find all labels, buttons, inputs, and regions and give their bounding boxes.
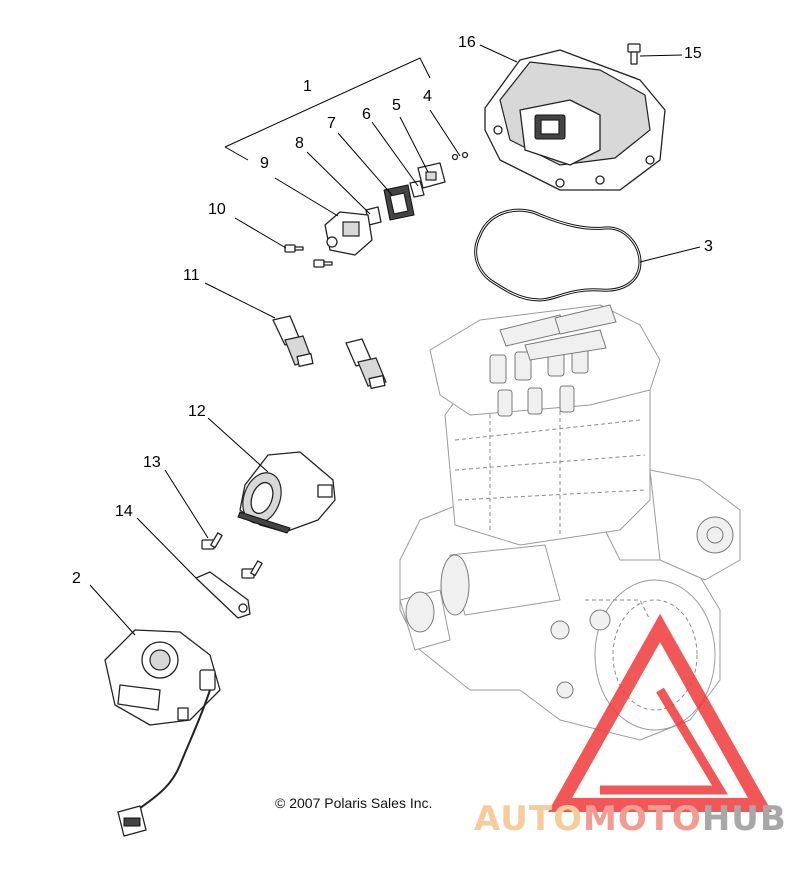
callout-9: 9 [260,155,269,172]
small-pins-part-4 [451,151,469,161]
bolts-part-13 [201,532,263,579]
intake-boot-part-12 [237,451,336,534]
callout-16: 16 [458,34,476,51]
valve-cover-part-16 [484,49,666,191]
callout-15: 15 [684,45,702,62]
copyright-text: © 2007 Polaris Sales Inc. [275,795,432,811]
screws-part-10 [284,244,333,268]
gasket-part-6 [409,180,425,198]
callout-6: 6 [362,106,371,123]
callouts: 1 2 3 4 5 6 7 8 9 10 11 12 13 14 15 16 [72,34,713,587]
callout-10: 10 [208,201,226,218]
throttle-body-part-2 [104,629,221,837]
callout-12: 12 [188,403,206,420]
callout-11: 11 [183,267,200,284]
callout-4: 4 [423,88,432,105]
automotohub-logo-icon [548,613,772,812]
automotohub-watermark: AUTOMOTOHUB [474,613,787,839]
map-sensor-part-9 [324,211,373,256]
callout-13: 13 [143,454,161,471]
clamp-part-14 [195,571,251,619]
watermark-part-hub: HUB [702,799,787,839]
engine-assembly [399,304,741,741]
rocker-arms [499,304,617,361]
spark-plugs-part-11 [272,315,387,389]
callout-3: 3 [704,238,713,255]
callout-14: 14 [115,503,133,520]
svg-text:AUTOMOTOHUB: AUTOMOTOHUB [474,799,787,839]
callout-7: 7 [327,115,336,132]
bolt-part-15 [627,43,641,65]
watermark-part-moto: MOTO [583,799,702,839]
callout-8: 8 [295,135,304,152]
plate-part-5 [417,162,446,189]
callout-1: 1 [303,78,312,95]
cover-gasket-part-3 [474,208,642,302]
callout-5: 5 [392,97,401,114]
watermark-part-auto: AUTO [474,799,583,839]
leader-lines [89,44,701,636]
callout-2: 2 [72,570,81,587]
